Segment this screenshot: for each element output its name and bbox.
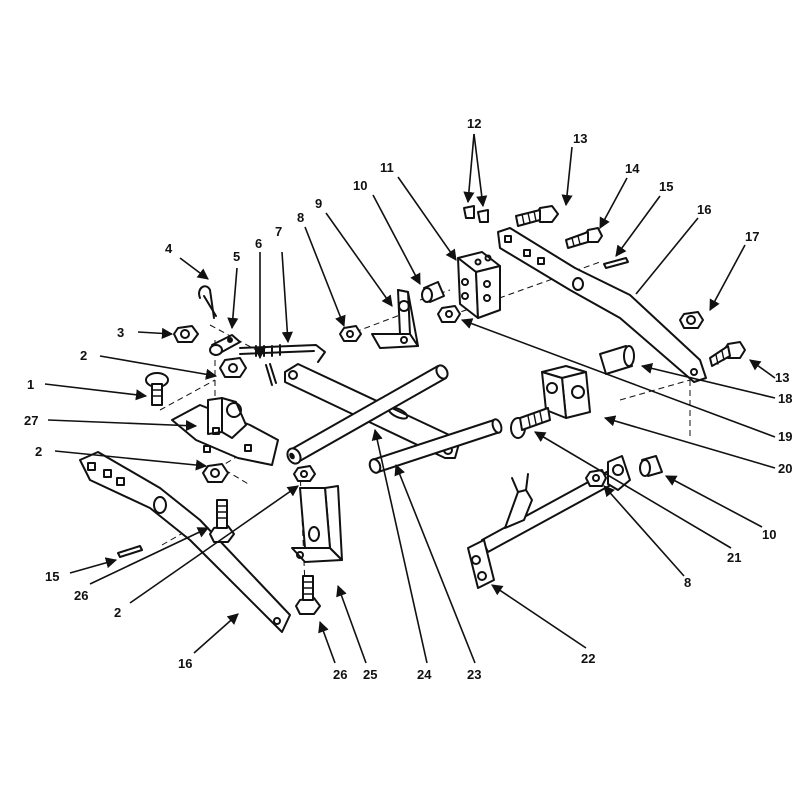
cotter-pin-small — [265, 363, 277, 386]
callout-4: 4 — [165, 241, 173, 256]
callout-18: 18 — [778, 391, 792, 406]
callout-25: 25 — [363, 667, 377, 682]
carriage-bolt — [145, 372, 169, 406]
callout-16-right: 16 — [697, 202, 711, 217]
lift-arm-left — [79, 451, 291, 633]
callout-3: 3 — [117, 325, 124, 340]
callout-16-left: 16 — [178, 656, 192, 671]
callout-8-upper: 8 — [297, 210, 304, 225]
callout-7: 7 — [275, 224, 282, 239]
callout-13-lower: 13 — [775, 370, 789, 385]
callout-27: 27 — [24, 413, 38, 428]
callout-9: 9 — [315, 196, 322, 211]
callout-19: 19 — [778, 429, 792, 444]
leader-lines — [44, 133, 776, 664]
callout-1: 1 — [27, 377, 34, 392]
callout-15-right: 15 — [659, 179, 673, 194]
callout-14: 14 — [625, 161, 640, 176]
callout-2-lower: 2 — [114, 605, 121, 620]
callout-26-left: 26 — [74, 588, 88, 603]
nut-part-19 — [437, 305, 461, 323]
callout-2-mid: 2 — [35, 444, 42, 459]
callout-22: 22 — [581, 651, 595, 666]
callout-20: 20 — [778, 461, 792, 476]
callout-8-lower: 8 — [684, 575, 691, 590]
callout-26-right: 26 — [333, 667, 347, 682]
mounting-block — [457, 251, 501, 319]
bolt-part-14 — [565, 227, 603, 249]
bolt-part-13-upper — [515, 205, 559, 227]
cotter-pin-right — [603, 257, 629, 269]
callout-6: 6 — [255, 236, 262, 251]
lower-bracket — [291, 485, 343, 563]
set-screws — [463, 205, 489, 223]
lift-arm-right — [497, 227, 707, 383]
spacer-part-10-upper — [421, 281, 445, 303]
nut-part-17 — [679, 311, 704, 329]
bell-crank — [467, 455, 631, 589]
callout-5: 5 — [233, 249, 240, 264]
callout-24: 24 — [417, 667, 432, 682]
lock-nut-lower — [202, 463, 229, 483]
nut-on-lower-bracket — [293, 465, 316, 482]
callout-13-upper: 13 — [573, 131, 587, 146]
cotter-pin-left — [117, 545, 143, 558]
callout-10-lower: 10 — [762, 527, 776, 542]
spacer-part-18 — [599, 345, 635, 375]
callout-2-upper: 2 — [80, 348, 87, 363]
callout-15-left: 15 — [45, 569, 59, 584]
callout-labels: 1 2 2 2 3 4 5 6 7 8 9 10 11 12 13 14 15 … — [24, 116, 792, 682]
nut-part-8-upper — [339, 325, 362, 342]
callout-11: 11 — [380, 160, 394, 175]
pivot-bracket — [171, 397, 279, 466]
lock-nut-upper — [219, 357, 247, 378]
callout-21: 21 — [727, 550, 741, 565]
spring-rod — [239, 344, 326, 363]
callout-17: 17 — [745, 229, 759, 244]
callout-10-upper: 10 — [353, 178, 367, 193]
hair-pin-clip — [198, 285, 217, 319]
hex-bolt-right — [295, 575, 321, 615]
callout-12: 12 — [467, 116, 481, 131]
spacer-part-10-lower — [639, 455, 663, 477]
callout-23: 23 — [467, 667, 481, 682]
bracket-part-20 — [541, 365, 591, 419]
angle-bracket — [371, 289, 419, 349]
clevis-pin — [209, 334, 241, 356]
hex-bolt-left — [209, 499, 235, 543]
nut-part-8-lower — [585, 469, 607, 487]
carriage-bolt-part-21 — [510, 407, 551, 439]
nut-part-3 — [173, 325, 199, 343]
bolt-part-13-lower — [709, 341, 746, 367]
cross-shaft-assembly — [284, 363, 503, 474]
